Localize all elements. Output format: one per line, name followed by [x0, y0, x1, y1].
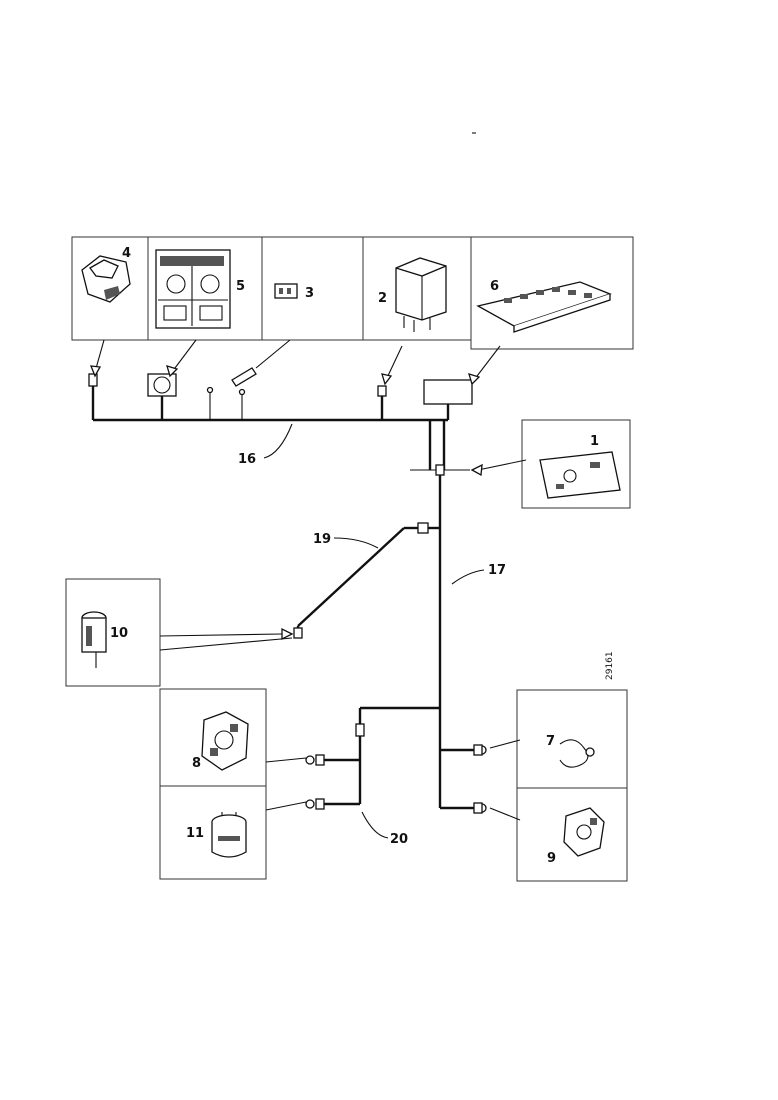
harness-label-17: 17	[451, 563, 506, 585]
connector-icon	[274, 283, 298, 299]
circuit-board-icon	[539, 451, 621, 499]
harness-17	[360, 420, 478, 810]
fuse-box-icon	[476, 281, 612, 333]
label-19: 19	[313, 532, 331, 547]
pump-icon	[201, 711, 249, 771]
component-box-4: 4	[71, 236, 149, 341]
label-9: 9	[547, 851, 556, 866]
reference-number: 29161	[605, 651, 615, 680]
component-box-2: 2	[362, 236, 472, 341]
label-11: 11	[186, 826, 204, 841]
component-box-3: 3	[261, 236, 364, 341]
label-3: 3	[305, 286, 314, 301]
coil-icon	[211, 812, 247, 858]
label-1: 1	[590, 434, 599, 449]
bulb-holder-icon	[81, 611, 107, 668]
component-box-6: 6	[470, 236, 634, 350]
component-box-9: 9	[516, 787, 628, 882]
label-7: 7	[546, 734, 555, 749]
injection-pump-icon	[563, 807, 605, 857]
label-5: 5	[236, 279, 245, 294]
relay-icon	[395, 257, 447, 332]
harness-20	[324, 708, 365, 806]
label-17: 17	[488, 563, 506, 578]
sensor-icon	[559, 739, 595, 768]
harness-label-20: 20	[361, 811, 408, 847]
label-20: 20	[390, 832, 408, 847]
label-4: 4	[122, 246, 131, 261]
component-box-7: 7	[516, 689, 628, 789]
label-2: 2	[378, 291, 387, 306]
component-box-8: 8	[159, 688, 267, 787]
component-box-5: 5	[147, 236, 263, 341]
label-8: 8	[192, 756, 201, 771]
instrument-cluster-icon	[155, 249, 231, 329]
harness-16	[88, 367, 473, 470]
component-box-1: 1	[521, 419, 631, 509]
harness-label-19: 19	[313, 532, 379, 549]
component-box-10: 10	[65, 578, 161, 687]
label-16: 16	[238, 452, 256, 467]
label-10: 10	[110, 626, 128, 641]
component-box-11: 11	[159, 785, 267, 880]
label-6: 6	[490, 279, 499, 294]
switch-icon	[81, 255, 131, 303]
harness-label-16: 16	[238, 423, 293, 467]
harness-19	[293, 522, 429, 639]
connection-arrows	[89, 339, 527, 821]
